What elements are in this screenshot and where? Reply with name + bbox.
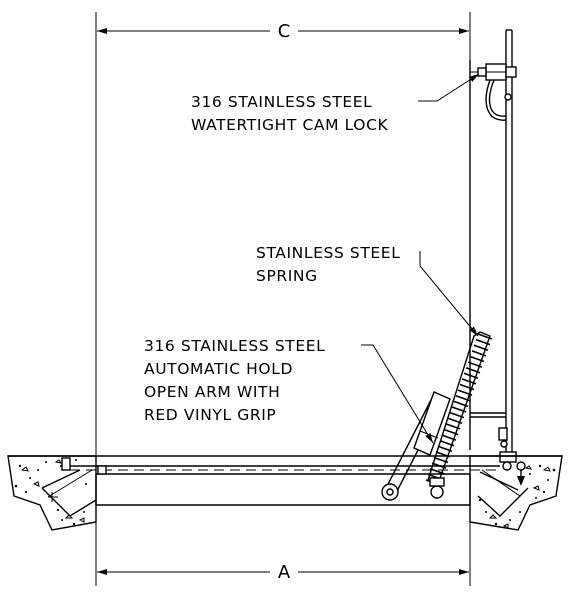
- spring-coil: [467, 361, 483, 368]
- spring-coil: [431, 462, 447, 469]
- spring-coil: [457, 389, 473, 396]
- spring-coil: [439, 439, 455, 447]
- callout-cam-lock: 316 STAINLESS STEEL WATERTIGHT CAM LOCK: [191, 93, 389, 134]
- dimension-c: C: [95, 12, 471, 455]
- spring-coil: [447, 417, 463, 424]
- dimension-a-label: A: [278, 562, 291, 583]
- callout-arm-line-1: 316 STAINLESS STEEL: [144, 337, 325, 355]
- spring-coils: [425, 333, 493, 486]
- cam-lock: [470, 63, 517, 121]
- callout-spring-line-2: SPRING: [256, 267, 318, 285]
- cover-hinge-hardware: [498, 427, 526, 486]
- callout-hold-open-arm: 316 STAINLESS STEEL AUTOMATIC HOLD OPEN …: [144, 337, 325, 424]
- callout-arm-line-3: OPEN ARM WITH: [144, 383, 280, 401]
- spring-coil: [441, 434, 457, 441]
- concrete-right: [469, 455, 563, 531]
- callout-cam-lock-line-2: WATERTIGHT CAM LOCK: [191, 116, 389, 134]
- spring-coil: [435, 451, 451, 458]
- callout-arm-line-4: RED VINYL GRIP: [144, 406, 276, 424]
- spring-coil: [433, 456, 449, 464]
- spring-coil: [463, 372, 479, 380]
- callout-cam-lock-line-1: 316 STAINLESS STEEL: [191, 93, 372, 111]
- spring-coil: [461, 378, 477, 385]
- stainless-spring: [425, 331, 493, 499]
- hold-open-arm: [381, 391, 451, 501]
- spring-coil: [437, 445, 453, 453]
- spring-coil: [471, 350, 487, 357]
- spring-coil: [449, 411, 465, 419]
- spring-coil: [477, 333, 493, 340]
- dimension-c-label: C: [278, 21, 291, 42]
- callout-arm-line-2: AUTOMATIC HOLD: [144, 360, 293, 378]
- callout-spring: STAINLESS STEEL SPRING: [256, 244, 400, 285]
- spring-coil: [455, 395, 471, 402]
- spring-coil: [429, 468, 445, 475]
- dimension-a: A: [95, 505, 471, 586]
- spring-coil: [445, 423, 461, 430]
- concrete-left: [7, 455, 97, 531]
- open-cover: [469, 29, 513, 452]
- spring-coil: [469, 355, 485, 363]
- spring-coil: [459, 383, 475, 391]
- callout-spring-line-1: STAINLESS STEEL: [256, 244, 400, 262]
- spring-coil: [451, 406, 467, 413]
- spring-coil: [465, 366, 481, 374]
- spring-coil: [443, 428, 459, 436]
- spring-coil: [473, 344, 489, 351]
- spring-coil: [453, 400, 469, 408]
- spring-coil: [475, 338, 491, 346]
- leader-lines: [361, 73, 480, 444]
